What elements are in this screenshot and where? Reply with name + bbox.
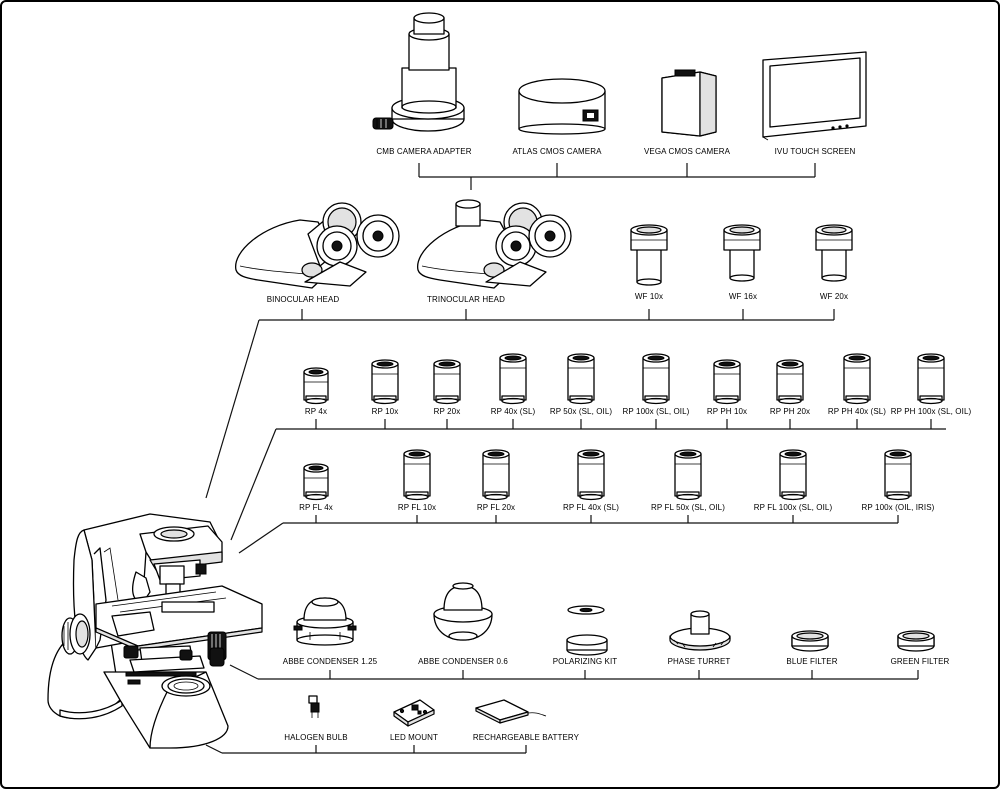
illumination-label-led: LED MOUNT (390, 733, 438, 742)
binocular-head-icon (235, 202, 400, 289)
objectives-row-2: RP FL 4x RP FL 10x RP FL 20x RP FL 40x (SL)… (299, 449, 935, 523)
camera-label-atlas: ATLAS CMOS CAMERA (512, 147, 602, 156)
objective-row1-label-3: RP 20x (434, 407, 461, 416)
objective-row2-lens-5-icon (674, 449, 702, 501)
condenser-label-polkit: POLARIZING KIT (553, 657, 618, 666)
camera-connector-line (418, 163, 816, 190)
objective-row2-label-6: RP FL 100x (SL, OIL) (754, 503, 833, 512)
cmb-camera-adapter-icon (372, 12, 465, 132)
objective-row2-lens-1-icon (303, 463, 329, 501)
halogen-bulb-icon (308, 695, 320, 718)
illumination-label-halogen: HALOGEN BULB (284, 733, 347, 742)
objective-row2-lens-6-icon (779, 449, 807, 501)
objective-row1-lens-7-icon (713, 359, 741, 405)
blue-filter-icon (791, 630, 829, 652)
objective-row1-lens-5-icon (567, 353, 595, 405)
condenser-label-phase: PHASE TURRET (668, 657, 731, 666)
condenser-label-abbe06: ABBE CONDENSER 0.6 (418, 657, 508, 666)
eyepiece-wf16-icon (723, 224, 761, 282)
objective-row1-lens-6-icon (642, 353, 670, 405)
condenser-label-abbe125: ABBE CONDENSER 1.25 (283, 657, 378, 666)
condenser-label-blue: BLUE FILTER (786, 657, 837, 666)
rechargeable-battery-icon (475, 699, 547, 724)
objectives-row-1-connector (230, 428, 946, 541)
led-mount-icon (393, 699, 435, 727)
illumination-label-battery: RECHARGEABLE BATTERY (473, 733, 580, 742)
objective-row1-lens-2-icon (371, 359, 399, 405)
camera-label-vega: VEGA CMOS CAMERA (644, 147, 731, 156)
condenser-connector-line (229, 664, 919, 680)
trinocular-head-icon (417, 199, 572, 289)
objective-row2-lens-4-icon (577, 449, 605, 501)
objective-row2-label-2: RP FL 10x (398, 503, 436, 512)
objectives-row-1: RP 4x RP 10x RP 20x RP 40x (SL) RP 50x (SL, … (303, 353, 972, 429)
objective-row1-label-5: RP 50x (SL, OIL) (550, 407, 613, 416)
objective-row2-label-5: RP FL 50x (SL, OIL) (651, 503, 725, 512)
objective-row1-lens-10-icon (917, 353, 945, 405)
objective-row1-lens-9-icon (843, 353, 871, 405)
camera-label-cmb: CMB CAMERA ADAPTER (376, 147, 471, 156)
objective-row2-lens-7-icon (884, 449, 912, 501)
objective-row2-lens-2-icon (403, 449, 431, 501)
microscope-icon (47, 513, 263, 749)
objectives-row-2-connector (238, 522, 898, 554)
objective-row2-label-7: RP 100x (OIL, IRIS) (862, 503, 935, 512)
objective-row1-label-2: RP 10x (372, 407, 399, 416)
objective-row1-lens-3-icon (433, 359, 461, 405)
abbe-condenser-125-icon (293, 597, 357, 646)
objective-row2-label-4: RP FL 40x (SL) (563, 503, 619, 512)
ivu-touch-screen-icon (762, 51, 867, 141)
eyepiece-label-wf10: WF 10x (635, 292, 663, 301)
eyepiece-label-wf16: WF 16x (729, 292, 757, 301)
atlas-cmos-camera-icon (518, 78, 606, 135)
head-label-trinocular: TRINOCULAR HEAD (427, 295, 505, 304)
head-connector-line (205, 309, 835, 499)
objective-row2-label-3: RP FL 20x (477, 503, 515, 512)
objective-row1-lens-8-icon (776, 359, 804, 405)
polarizing-kit-icon (566, 605, 608, 656)
objective-row1-label-9: RP PH 40x (SL) (828, 407, 886, 416)
objective-row1-label-1: RP 4x (305, 407, 327, 416)
vega-cmos-camera-icon (661, 69, 717, 137)
abbe-condenser-06-icon (433, 582, 493, 641)
objective-row2-lens-3-icon (482, 449, 510, 501)
objective-row1-label-7: RP PH 10x (707, 407, 747, 416)
camera-label-ivu: IVU TOUCH SCREEN (775, 147, 856, 156)
eyepiece-label-wf20: WF 20x (820, 292, 848, 301)
eyepiece-wf20-icon (815, 224, 853, 282)
objective-row1-lens-4-icon (499, 353, 527, 405)
objective-row1-label-6: RP 100x (SL, OIL) (623, 407, 690, 416)
illumination-connector-line (205, 744, 527, 754)
objective-row1-label-8: RP PH 20x (770, 407, 810, 416)
head-label-binocular: BINOCULAR HEAD (267, 295, 340, 304)
objective-row1-label-4: RP 40x (SL) (491, 407, 536, 416)
objective-row1-label-10: RP PH 100x (SL, OIL) (891, 407, 972, 416)
objective-row1-lens-1-icon (303, 367, 329, 405)
condenser-label-green: GREEN FILTER (891, 657, 950, 666)
eyepiece-wf10-icon (630, 224, 668, 286)
green-filter-icon (897, 630, 935, 652)
objective-row2-label-1: RP FL 4x (299, 503, 333, 512)
phase-turret-icon (669, 610, 731, 651)
